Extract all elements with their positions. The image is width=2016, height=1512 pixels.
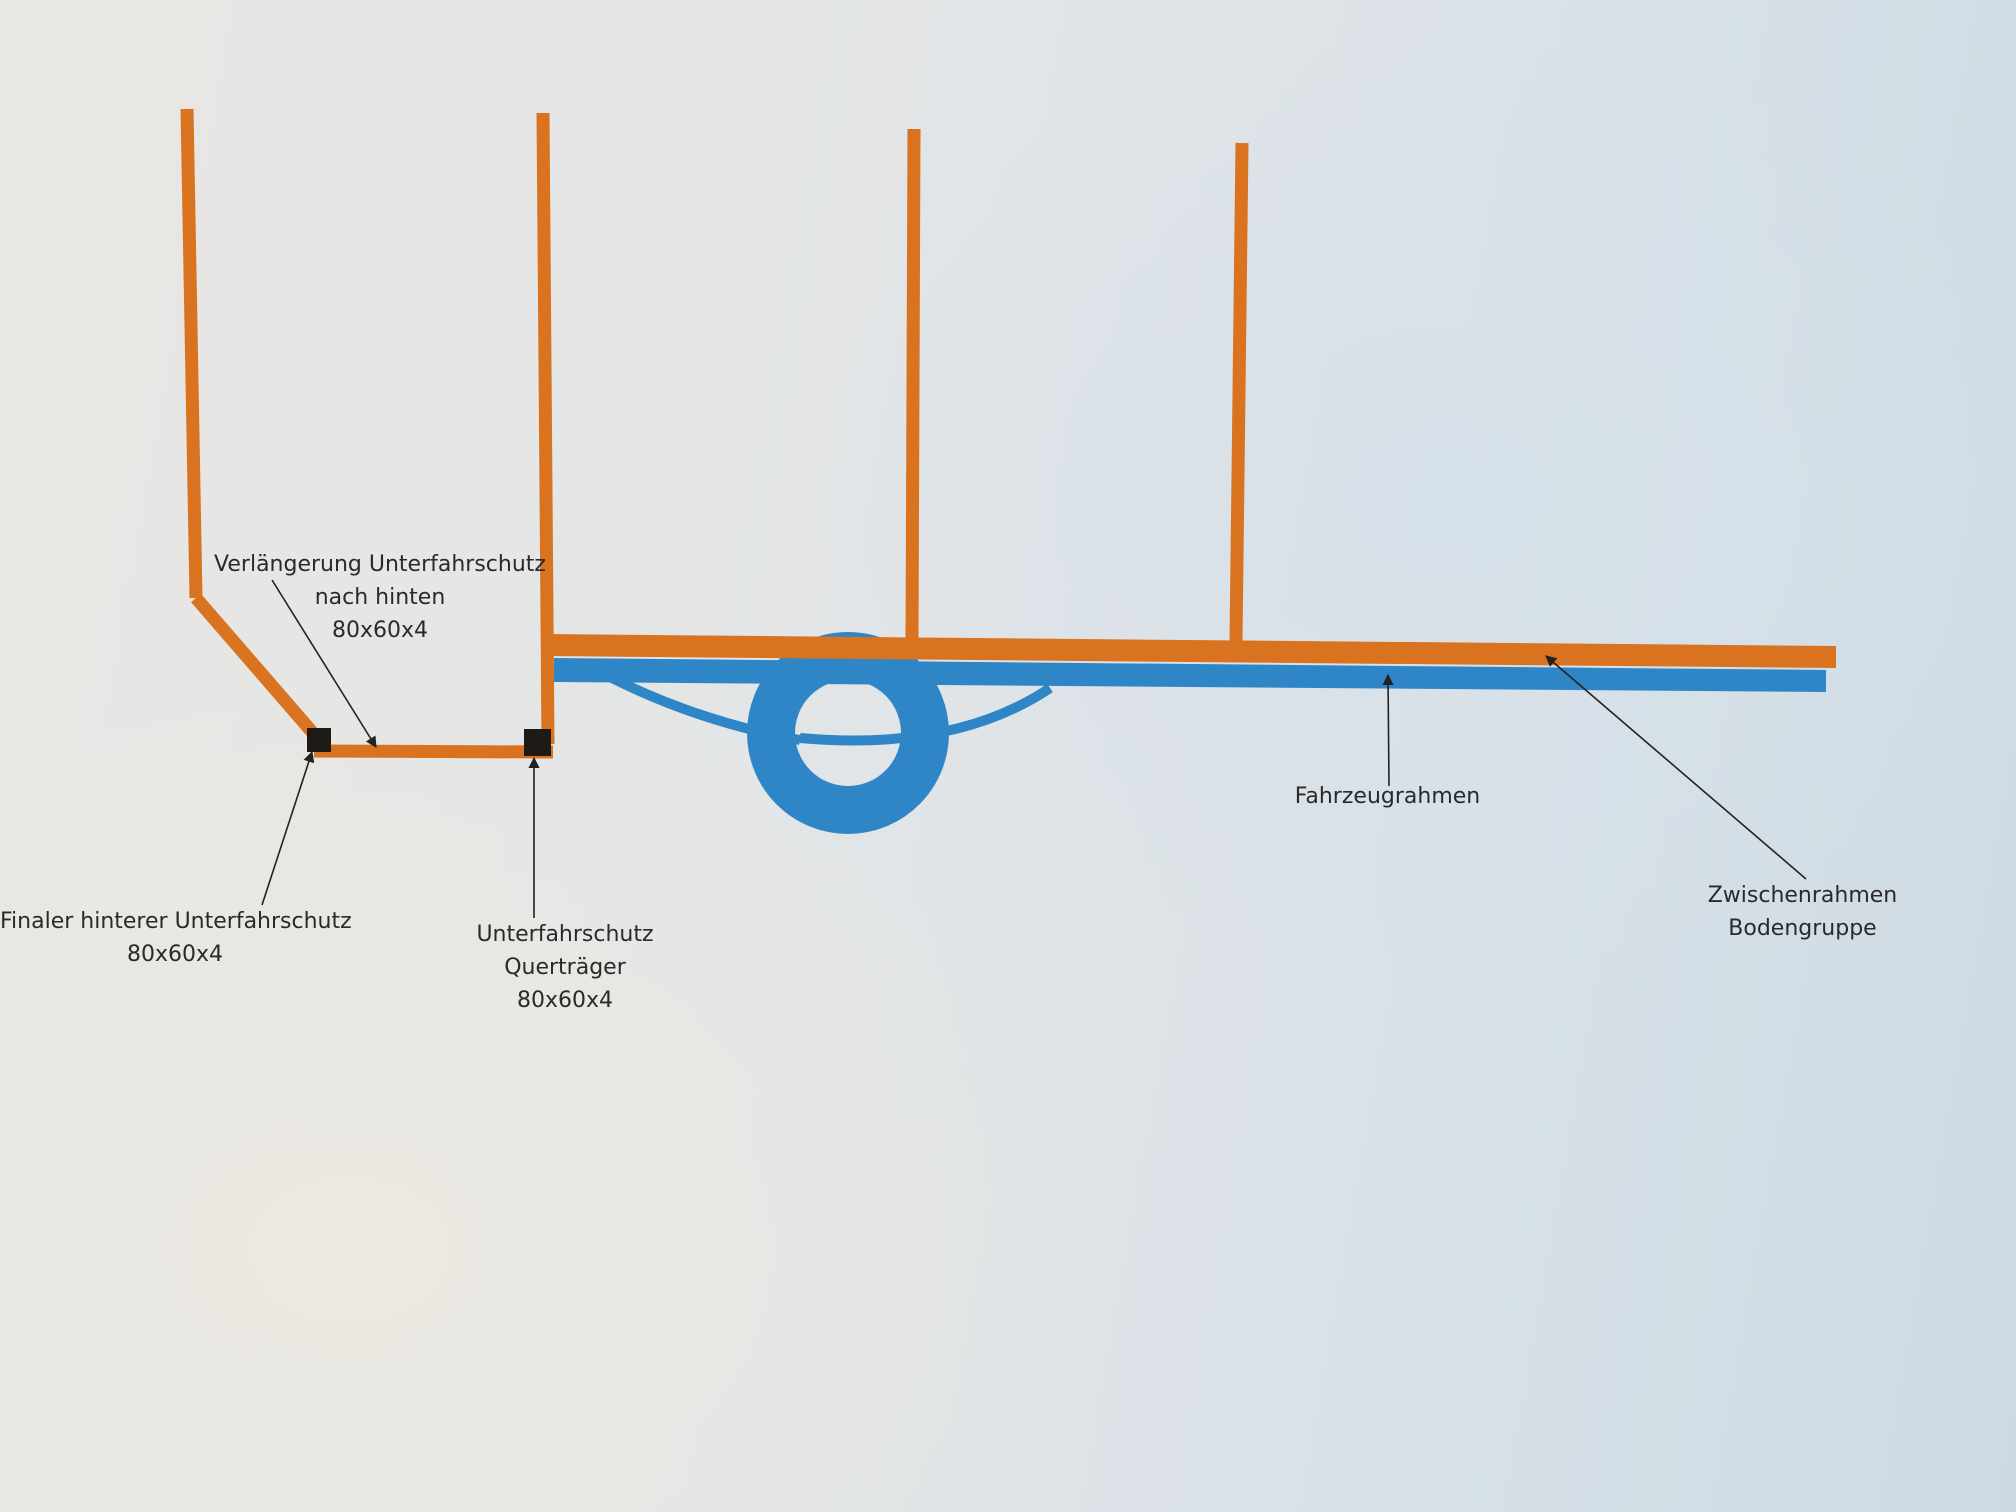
label-final-rear-line1: Finaler hinterer Unterfahrschutz (0, 909, 352, 934)
extension-horizontal (313, 744, 554, 759)
stake-4 (1229, 142, 1249, 642)
label-extension-line1: Verlängerung Unterfahrschutz (214, 552, 546, 577)
label-crossbeam-line3: 80x60x4 (516, 988, 614, 1013)
stake-2 (536, 112, 555, 745)
leader-subframe (1545, 655, 1807, 880)
leader-final-rear (261, 750, 315, 906)
label-crossbeam-line2: Querträger (504, 955, 626, 980)
leader-extension (271, 579, 377, 748)
subframe-beam (542, 634, 1836, 668)
label-final-rear: Finaler hinterer Unterfahrschutz 80x60x4 (0, 905, 352, 971)
label-vehicle-frame-line1: Fahrzeugrahmen (1294, 784, 1481, 809)
label-extension: Verlängerung Unterfahrschutz nach hinten… (210, 548, 550, 647)
label-final-rear-line2: 80x60x4 (126, 942, 224, 967)
stake-1 (180, 108, 203, 599)
final-underrun-joint (307, 728, 331, 752)
crossbeam-joint (524, 729, 551, 756)
wheel (747, 632, 949, 834)
label-crossbeam: Unterfahrschutz Querträger 80x60x4 (445, 918, 685, 1017)
label-subframe-line1: Zwischenrahmen (1707, 883, 1898, 908)
stake-3 (905, 128, 921, 641)
extension-diagonal (191, 593, 324, 745)
label-vehicle-frame: Fahrzeugrahmen (1270, 780, 1505, 813)
label-extension-line3: 80x60x4 (331, 618, 429, 643)
label-extension-line2: nach hinten (314, 585, 446, 610)
label-crossbeam-line1: Unterfahrschutz (476, 922, 654, 947)
label-subframe: Zwischenrahmen Bodengruppe (1680, 879, 1925, 945)
label-subframe-line2: Bodengruppe (1728, 916, 1877, 941)
leader-vehicle-frame (1382, 673, 1394, 787)
